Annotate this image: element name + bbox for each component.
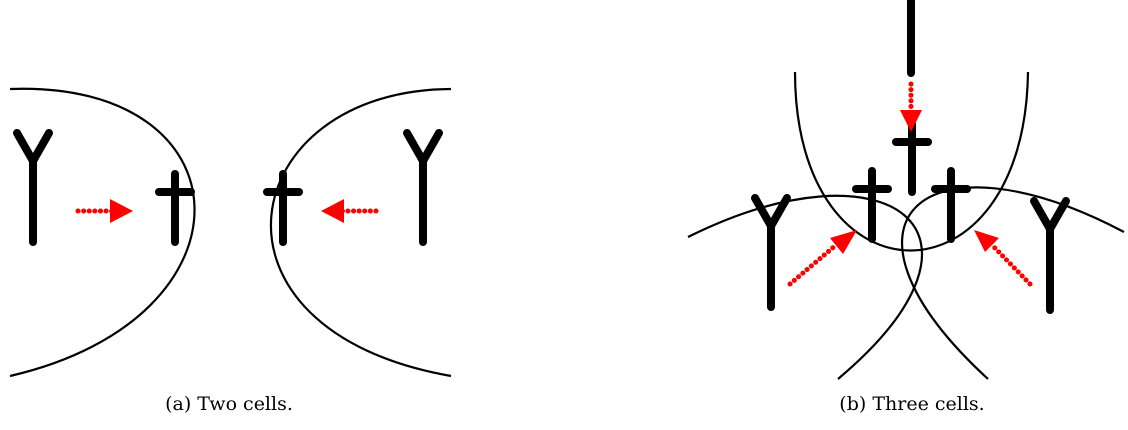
antenna-icon	[17, 133, 49, 242]
cell-boundary-right	[901, 186, 1125, 380]
arrow-icon	[75, 199, 133, 223]
antenna-icon	[896, 124, 928, 192]
caption-three-cells: (b) Three cells.	[839, 393, 985, 415]
panel-b	[687, 0, 1125, 380]
antenna-icon	[407, 133, 439, 242]
antenna-icon	[755, 198, 787, 307]
antenna-icon	[159, 174, 191, 242]
arrow-icon	[321, 199, 379, 223]
antenna-icon	[856, 171, 888, 239]
cell-boundary-left	[687, 194, 923, 380]
cell-boundaries-b	[687, 71, 1125, 380]
panel-a	[9, 87, 452, 378]
antenna-icon	[895, 0, 927, 73]
cell-boundary-right	[269, 87, 452, 378]
arrow-icon	[974, 230, 1033, 287]
cell-boundary-top	[793, 71, 1030, 252]
arrow-icon	[787, 230, 857, 287]
cell-boundary-left	[9, 87, 196, 378]
arrow-icon	[900, 81, 922, 132]
cell-boundaries-a	[9, 87, 452, 378]
caption-two-cells: (a) Two cells.	[165, 393, 293, 415]
antenna-icon	[935, 171, 967, 239]
antenna-icon	[1034, 201, 1066, 310]
